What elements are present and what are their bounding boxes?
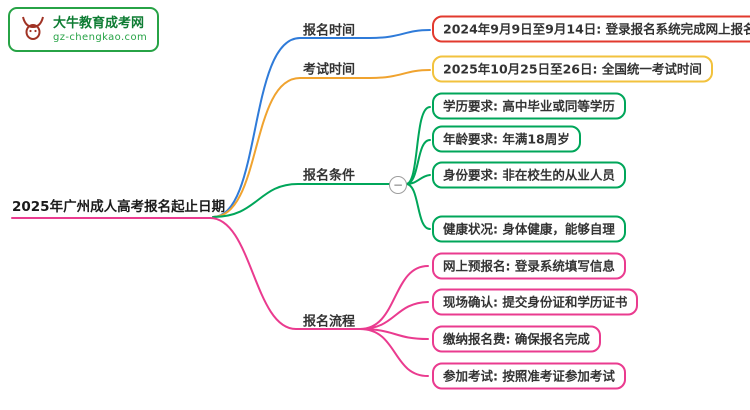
branch-label-process[interactable]: 报名流程 — [303, 314, 356, 330]
root-topic[interactable]: 2025年广州成人高考报名起止日期 — [12, 199, 226, 215]
branch-label-reg-time[interactable]: 报名时间 — [303, 23, 356, 39]
connector-condition-3 — [405, 174, 431, 185]
connector-condition-4 — [405, 183, 431, 230]
topic-reg-time-detail[interactable]: 2024年9月9日至9月14日: 登录报名系统完成网上报名 — [432, 15, 750, 43]
logo-text-block: 大牛教育成考网 gz-chengkao.com — [53, 16, 147, 44]
logo-title: 大牛教育成考网 — [53, 15, 145, 31]
topic-condition-age[interactable]: 年龄要求: 年满18周岁 — [432, 125, 581, 153]
branch-label-exam-time[interactable]: 考试时间 — [303, 62, 356, 78]
connector-branch-reg-time — [212, 29, 431, 218]
topic-condition-health[interactable]: 健康状况: 身体健康，能够自理 — [432, 215, 626, 243]
connector-process-1 — [359, 265, 429, 330]
topic-condition-education[interactable]: 学历要求: 高中毕业或同等学历 — [432, 92, 626, 120]
connector-process-4 — [359, 328, 429, 377]
connector-branch-exam-time — [212, 69, 431, 218]
connector-branch-conditions — [212, 183, 391, 218]
topic-process-online-prereg[interactable]: 网上预报名: 登录系统填写信息 — [432, 252, 626, 280]
logo-bull-icon — [20, 14, 46, 45]
topic-condition-identity[interactable]: 身份要求: 非在校生的从业人员 — [432, 161, 626, 189]
topic-exam-time-detail[interactable]: 2025年10月25日至26日: 全国统一考试时间 — [432, 55, 713, 83]
topic-process-take-exam[interactable]: 参加考试: 按照准考证参加考试 — [432, 362, 626, 390]
minus-icon: − — [392, 178, 404, 192]
connector-process-2 — [359, 301, 429, 330]
logo-subtitle: gz-chengkao.com — [53, 31, 148, 43]
site-logo: 大牛教育成考网 gz-chengkao.com — [8, 7, 160, 52]
branch-label-conditions[interactable]: 报名条件 — [303, 168, 356, 184]
connector-branch-process — [11, 217, 361, 330]
collapse-toggle[interactable]: − — [389, 176, 407, 194]
topic-process-pay-fee[interactable]: 缴纳报名费: 确保报名完成 — [432, 325, 601, 353]
topic-process-onsite-confirm[interactable]: 现场确认: 提交身份证和学历证书 — [432, 288, 639, 316]
connector-condition-1 — [405, 106, 431, 185]
